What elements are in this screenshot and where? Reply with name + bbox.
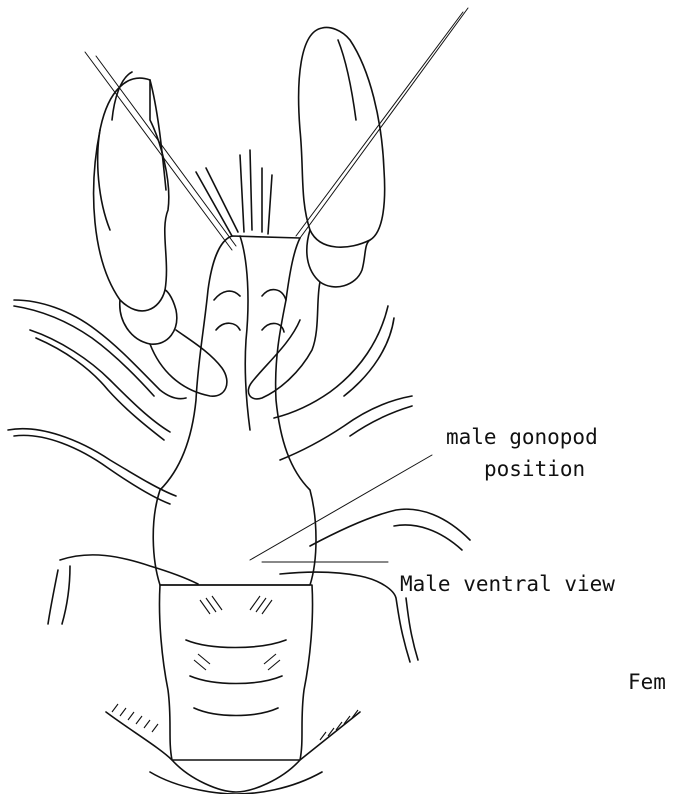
cut-caption: Fem xyxy=(628,672,666,693)
gonopod-label-line1: male gonopod xyxy=(446,427,598,448)
antennules xyxy=(196,150,272,236)
tail-fan xyxy=(106,704,360,794)
left-claw xyxy=(94,72,227,396)
antennae xyxy=(85,8,468,250)
carapace xyxy=(153,236,316,585)
right-legs xyxy=(274,306,470,662)
gonopod-pointer-line xyxy=(250,455,432,560)
setae-hatching xyxy=(194,596,280,670)
view-caption: Male ventral view xyxy=(400,574,615,595)
left-legs xyxy=(8,300,198,624)
abdomen xyxy=(159,585,312,760)
gonopod-label-line2: position xyxy=(484,459,585,480)
